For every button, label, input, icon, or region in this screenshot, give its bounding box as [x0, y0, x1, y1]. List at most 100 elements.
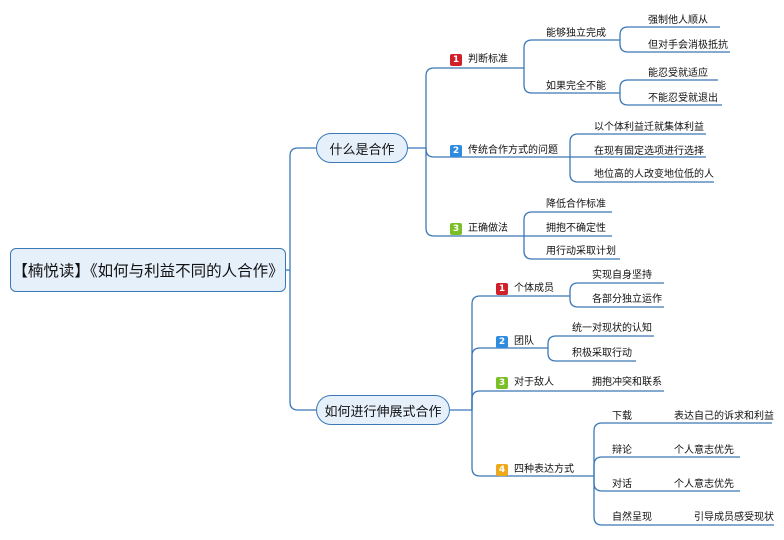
subtopic[interactable]: 3 正确做法 [450, 223, 508, 235]
leaf-topic[interactable]: 能忍受就适应 [648, 68, 708, 80]
connector [569, 296, 664, 308]
subtopic[interactable]: 4 四种表达方式 [496, 464, 574, 476]
topic-label: 能忍受就适应 [648, 68, 708, 79]
topic-label: 四种表达方式 [514, 464, 574, 475]
leaf-topic[interactable]: 降低合作标准 [546, 199, 606, 211]
topic-label: 地位高的人改变地位低的人 [594, 169, 714, 180]
leaf-topic[interactable]: 不能忍受就退出 [648, 93, 718, 105]
topic[interactable]: 辩论 [612, 445, 632, 457]
priority-4-icon: 4 [496, 464, 508, 476]
topic-label: 辩论 [612, 445, 632, 456]
connector [471, 347, 548, 410]
priority-3-icon: 3 [450, 223, 462, 235]
connector [471, 295, 570, 410]
leaf-topic[interactable]: 强制他人顺从 [648, 15, 708, 27]
connector [619, 79, 718, 93]
topic-label: 以个体利益迁就集体利益 [594, 122, 704, 133]
leaf-topic[interactable]: 但对手会消极抵抗 [648, 40, 728, 52]
topic[interactable]: 下载 [612, 411, 632, 423]
topic-label: 能够独立完成 [546, 28, 606, 39]
leaf-topic[interactable]: 个人意志优先 [674, 445, 734, 457]
connector [547, 335, 654, 348]
topic-label: 下载 [612, 411, 632, 422]
topic-label: 正确做法 [468, 223, 508, 234]
topic-label: 对话 [612, 479, 632, 490]
leaf-topic[interactable]: 用行动采取计划 [546, 246, 616, 258]
subtopic[interactable]: 2 传统合作方式的问题 [450, 145, 558, 157]
connector [523, 236, 620, 260]
topic-label: 表达自己的诉求和利益 [674, 411, 774, 422]
topic-label: 拥抱不确定性 [546, 223, 606, 234]
topic-label: 实现自身坚持 [592, 270, 652, 281]
connector [619, 40, 730, 53]
connector [569, 157, 714, 183]
leaf-topic[interactable]: 实现自身坚持 [592, 270, 652, 282]
topic-label: 各部分独立运作 [592, 294, 662, 305]
topic-label: 个人意志优先 [674, 445, 734, 456]
topic-label: 判断标准 [468, 54, 508, 65]
priority-1-icon: 1 [450, 54, 462, 66]
leaf-topic[interactable]: 各部分独立运作 [592, 294, 662, 306]
topic-label: 传统合作方式的问题 [468, 145, 558, 156]
connector [471, 390, 570, 410]
priority-3-icon: 3 [496, 377, 508, 389]
main-topic[interactable]: 如何进行伸展式合作 [316, 395, 450, 425]
leaf-topic[interactable]: 积极采取行动 [572, 348, 632, 360]
topic-label: 个体成员 [514, 283, 554, 294]
connector [471, 410, 594, 477]
connector [593, 456, 668, 476]
topic-label: 拥抱冲突和联系 [592, 377, 662, 388]
topic-label: 在现有固定选项进行选择 [594, 146, 704, 157]
topic-label: 统一对现状的认知 [572, 323, 652, 334]
leaf-topic[interactable]: 表达自己的诉求和利益 [674, 411, 774, 423]
connector [523, 68, 620, 94]
leaf-topic[interactable]: 引导成员感受现状 [694, 512, 774, 524]
branch-connector [289, 270, 316, 411]
leaf-topic[interactable]: 统一对现状的认知 [572, 323, 652, 335]
topic-label: 对于敌人 [514, 377, 554, 388]
priority-1-icon: 1 [496, 283, 508, 295]
leaf-topic[interactable]: 拥抱不确定性 [546, 223, 606, 235]
topic[interactable]: 对话 [612, 479, 632, 491]
connector [619, 93, 722, 106]
subtopic[interactable]: 2 团队 [496, 336, 534, 348]
main-topic-label: 什么是合作 [329, 142, 395, 158]
connector [523, 211, 612, 236]
topic-label: 用行动采取计划 [546, 246, 616, 257]
subtopic[interactable]: 3 对于敌人 [496, 377, 554, 389]
connector [425, 148, 524, 237]
topic-label: 强制他人顺从 [648, 15, 708, 26]
connector [425, 67, 524, 148]
main-topic[interactable]: 什么是合作 [316, 133, 408, 163]
connector [593, 422, 668, 476]
priority-2-icon: 2 [496, 336, 508, 348]
connector [569, 282, 664, 296]
leaf-topic[interactable]: 个人意志优先 [674, 479, 734, 491]
topic-label: 引导成员感受现状 [694, 512, 774, 523]
leaf-topic[interactable]: 拥抱冲突和联系 [592, 377, 662, 389]
topic-label: 团队 [514, 336, 534, 347]
main-topic-label: 如何进行伸展式合作 [324, 404, 442, 420]
priority-2-icon: 2 [450, 145, 462, 157]
connector [569, 133, 706, 157]
connector [593, 476, 668, 526]
topic[interactable]: 自然呈现 [612, 512, 652, 524]
root-topic[interactable]: 【楠悦读】《如何与利益不同的人合作》 [10, 248, 286, 292]
topic-label: 个人意志优先 [674, 479, 734, 490]
connector [523, 39, 620, 68]
branch-connector [289, 147, 316, 270]
subtopic[interactable]: 1 判断标准 [450, 54, 508, 66]
leaf-topic[interactable]: 以个体利益迁就集体利益 [594, 122, 704, 134]
topic-label: 自然呈现 [612, 512, 652, 523]
topic-label: 不能忍受就退出 [648, 93, 718, 104]
connector [547, 348, 636, 362]
leaf-topic[interactable]: 在现有固定选项进行选择 [594, 146, 704, 158]
leaf-topic[interactable]: 地位高的人改变地位低的人 [594, 169, 714, 181]
topic[interactable]: 如果完全不能 [546, 81, 606, 93]
topic[interactable]: 能够独立完成 [546, 28, 606, 40]
topic-label: 如果完全不能 [546, 81, 606, 92]
topic-label: 但对手会消极抵抗 [648, 40, 728, 51]
subtopic[interactable]: 1 个体成员 [496, 283, 554, 295]
topic-label: 积极采取行动 [572, 348, 632, 359]
